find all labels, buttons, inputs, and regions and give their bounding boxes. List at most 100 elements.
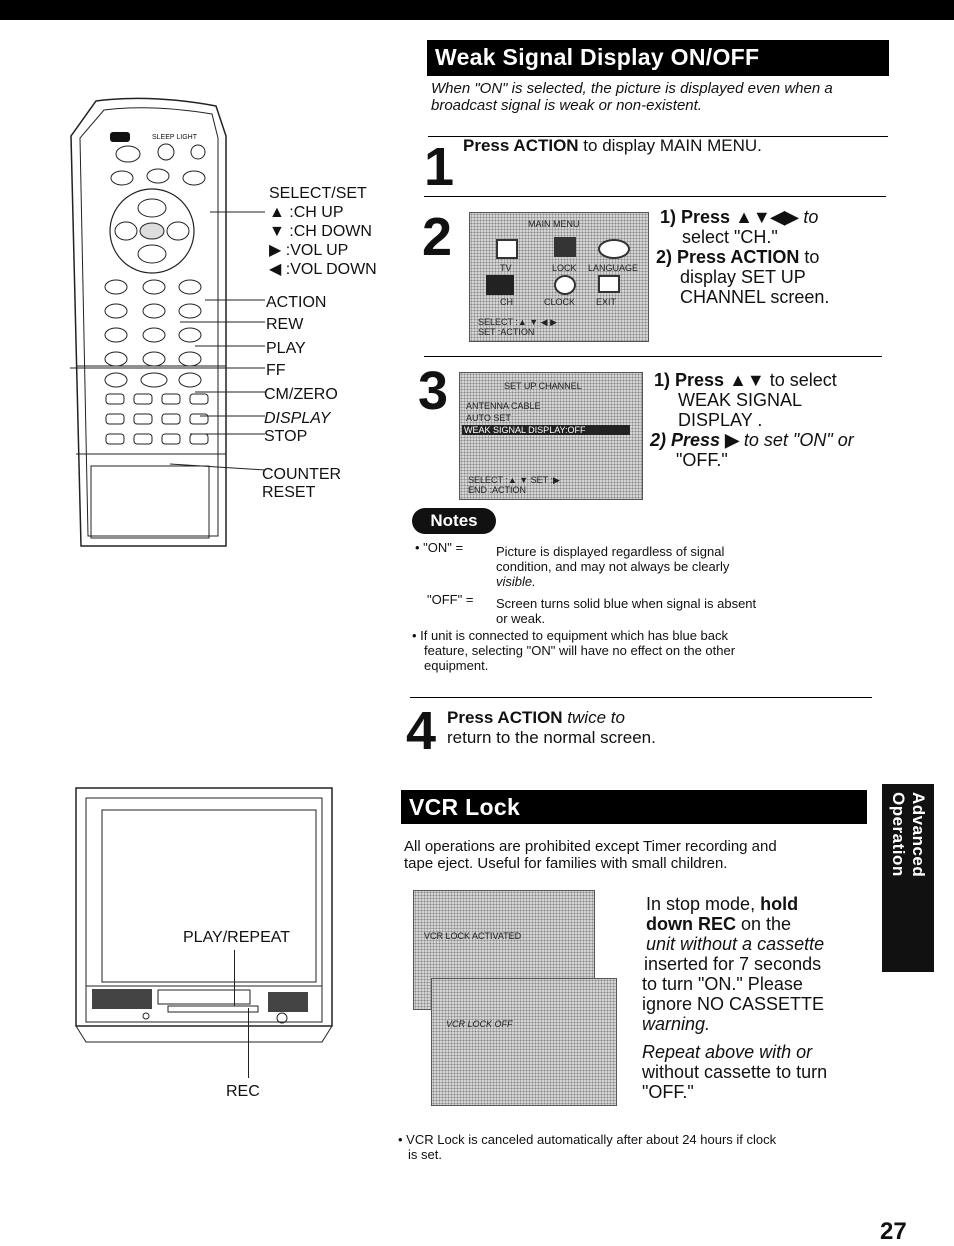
- menu-item-ch: CH: [500, 297, 513, 307]
- setup-channel-screen: SET UP CHANNEL ANTENNA CABLE AUTO SET WE…: [459, 372, 643, 500]
- vcr-lock-footnote-line2: is set.: [408, 1147, 442, 1162]
- note-blue-line2: feature, selecting "ON" will have no eff…: [424, 643, 736, 658]
- top-border-bar: [0, 0, 954, 20]
- note-on-key: • "ON" =: [415, 540, 464, 555]
- label-play: PLAY: [266, 340, 306, 357]
- step3-line4: 2) Press ▶ to set "ON" or: [650, 430, 884, 450]
- vcr-lock-down-rec: down REC: [646, 914, 736, 934]
- vcr-lock-repeat2: without cassette to turn: [642, 1062, 828, 1082]
- label-rec: REC: [226, 1083, 260, 1100]
- ch-menu-icon-selected: [486, 275, 514, 295]
- setup-footer-select: SELECT :▲ ▼ SET :▶: [468, 475, 560, 485]
- step1-number: 1: [424, 137, 455, 197]
- step2-line3: 2) Press ACTION to: [656, 247, 885, 267]
- label-display: DISPLAY: [264, 410, 331, 427]
- vcr-lock-off-text: VCR LOCK OFF: [446, 1019, 513, 1029]
- step3-instructions: 1) Press ▲▼ to select WEAK SIGNAL DISPLA…: [650, 370, 884, 470]
- main-menu-title: MAIN MENU: [528, 219, 580, 229]
- vcr-lock-footnote-line1: • VCR Lock is canceled automatically aft…: [398, 1132, 777, 1147]
- step2-to: to: [798, 207, 819, 227]
- note-off-key: "OFF" =: [427, 592, 474, 607]
- exit-menu-icon: [598, 275, 620, 293]
- label-vol-down: ◀ :VOL DOWN: [269, 261, 377, 278]
- step3-to-select: to select: [764, 370, 837, 390]
- label-rew: REW: [266, 316, 304, 333]
- note-blue-line3: equipment.: [424, 658, 489, 673]
- notes-badge: Notes: [412, 508, 496, 534]
- step3-arrows: ▲▼: [729, 370, 765, 390]
- label-reset: RESET: [262, 484, 316, 501]
- weak-signal-intro: When "ON" is selected, the picture is di…: [431, 80, 833, 114]
- menu-item-exit: EXIT: [596, 297, 617, 307]
- label-cm-zero: CM/ZERO: [264, 386, 338, 403]
- step4-line2: return to the normal screen.: [447, 728, 656, 747]
- clock-menu-icon: [554, 275, 576, 295]
- vcr-lock-line6: ignore NO CASSETTE: [642, 994, 825, 1014]
- label-vol-up: ▶ :VOL UP: [269, 242, 349, 259]
- weak-signal-heading: Weak Signal Display ON/OFF: [427, 40, 889, 76]
- menu-item-clock: CLOCK: [544, 297, 576, 307]
- note-on-line2: condition, and may not always be clearly: [496, 559, 730, 574]
- vcr-lock-on-the: on the: [736, 914, 792, 934]
- menu-item-language: LANGUAGE: [588, 263, 639, 273]
- setup-row-weak-signal-selected: WEAK SIGNAL DISPLAY:OFF: [462, 425, 630, 435]
- step2-line1: 1) Press ▲▼◀▶ to: [660, 207, 885, 227]
- note-on-text: Picture is displayed regardless of signa…: [496, 544, 796, 589]
- step3-line3: DISPLAY .: [678, 410, 763, 430]
- vcr-lock-hold: hold: [760, 894, 799, 914]
- main-menu-screen: MAIN MENU TV LOCK LANGUAGE CH CLOCK EXIT…: [469, 212, 649, 342]
- vcr-lock-intro-line2: tape eject. Useful for families with sma…: [404, 855, 728, 872]
- step2-instructions: 1) Press ▲▼◀▶ to select "CH." 2) Press A…: [656, 207, 885, 307]
- note-off-line2: or weak.: [496, 611, 546, 626]
- step1-rule: [428, 136, 888, 137]
- step4-text: Press ACTION twice to return to the norm…: [447, 708, 827, 748]
- play-repeat-leader: [234, 950, 235, 1006]
- label-action: ACTION: [266, 294, 327, 311]
- label-ch-down: ▼ :CH DOWN: [269, 223, 372, 240]
- vcr-lock-line5: to turn "ON." Please: [642, 974, 803, 994]
- step2-line4: display SET UP: [680, 267, 806, 287]
- label-select-set: SELECT/SET: [269, 185, 367, 202]
- step4-bold: Press ACTION: [447, 708, 563, 727]
- step2-to-2: to: [799, 247, 820, 267]
- step2-rule: [424, 196, 886, 197]
- step1-text: Press ACTION to display MAIN MENU.: [463, 136, 762, 156]
- main-menu-footer-set: SET :ACTION: [478, 327, 535, 337]
- vcr-lock-stop-mode: In stop mode,: [646, 894, 761, 914]
- step2-line2: select "CH.": [682, 227, 778, 247]
- label-play-repeat: PLAY/REPEAT: [183, 929, 290, 946]
- label-stop: STOP: [264, 428, 308, 445]
- rec-leader: [248, 1008, 249, 1078]
- step3-press-2: 2) Press: [650, 430, 726, 450]
- vcr-lock-line3: unit without a cassette: [646, 934, 825, 954]
- step4-rule: [410, 697, 872, 698]
- setup-row-antenna: ANTENNA CABLE: [466, 401, 541, 411]
- menu-item-lock: LOCK: [552, 263, 577, 273]
- menu-item-tv: TV: [500, 263, 512, 273]
- vcr-lock-intro: All operations are prohibited except Tim…: [404, 838, 844, 872]
- vcr-lock-footnote: • VCR Lock is canceled automatically aft…: [398, 1132, 868, 1162]
- vcr-lock-instructions: In stop mode, hold down REC on the unit …: [642, 894, 862, 1102]
- label-ff: FF: [266, 362, 286, 379]
- note-blue-line1: • If unit is connected to equipment whic…: [412, 628, 729, 643]
- step2-arrows: ▲▼◀▶: [735, 207, 799, 227]
- note-on-line3: visible.: [496, 574, 536, 589]
- remote-control-illustration: [70, 97, 227, 547]
- step1-rest: to display MAIN MENU.: [578, 136, 762, 155]
- vcr-lock-line4: inserted for 7 seconds: [644, 954, 822, 974]
- label-counter: COUNTER: [262, 466, 342, 483]
- note-off-text: Screen turns solid blue when signal is a…: [496, 596, 826, 626]
- label-ch-up: ▲ :CH UP: [269, 204, 344, 221]
- step4-rest: twice to: [562, 708, 625, 727]
- step4-number: 4: [406, 701, 437, 761]
- step3-line5: "OFF.": [676, 450, 728, 470]
- setup-footer-end: END :ACTION: [468, 485, 527, 495]
- page-number: 27: [880, 1218, 907, 1245]
- note-on-line1: Picture is displayed regardless of signa…: [496, 544, 725, 559]
- step2-line5: CHANNEL screen.: [680, 287, 830, 307]
- tv-menu-icon: [496, 239, 518, 259]
- step1-bold: Press ACTION: [463, 136, 579, 155]
- step3-number: 3: [418, 361, 449, 421]
- step3-press: 1) Press: [654, 370, 730, 390]
- vcr-lock-activated-text: VCR LOCK ACTIVATED: [424, 931, 522, 941]
